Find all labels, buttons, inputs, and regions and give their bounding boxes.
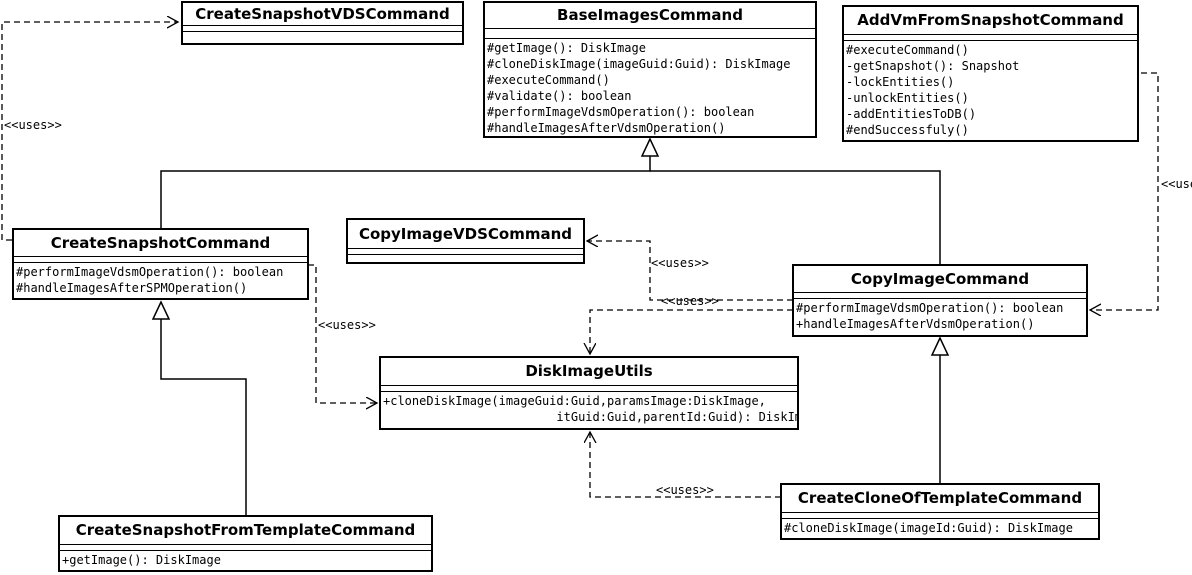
operation: itGuid:Guid,parentId:Guid): DiskImage — [383, 410, 797, 424]
class-name: CopyImageVDSCommand — [358, 225, 573, 243]
dependency-add-vm-to-copy-image — [1090, 72, 1159, 310]
class-name: CreateSnapshotCommand — [50, 234, 271, 252]
attributes-compartment — [348, 248, 583, 254]
uses-label-copy-image-from-add-vm: <<use — [1161, 177, 1192, 191]
class-name: BaseImagesCommand — [557, 6, 743, 24]
operations-compartment: #performImageVdsmOperation(): boolean +h… — [794, 298, 1086, 333]
dependency-clone-to-disk-utils — [590, 432, 781, 498]
operations-compartment: #getImage(): DiskImage #cloneDiskImage(i… — [485, 38, 815, 137]
uses-label-disk-utils-from-create-snapshot: <<uses>> — [318, 318, 376, 332]
uses-label-copy-image-vds: <<uses>> — [651, 256, 709, 270]
class-name: CreateCloneOfTemplateCommand — [797, 489, 1083, 507]
attributes-compartment — [794, 292, 1086, 298]
operations-compartment: #performImageVdsmOperation(): boolean #h… — [14, 262, 307, 297]
dependency-copy-image-to-copy-image-vds — [587, 241, 793, 301]
operations-compartment: +getImage(): DiskImage — [60, 550, 431, 569]
operation: #executeCommand() — [487, 73, 610, 87]
operation: +handleImagesAfterVdsmOperation() — [796, 317, 1035, 331]
class-create-snapshot-from-template-command[interactable]: CreateSnapshotFromTemplateCommand +getIm… — [58, 515, 433, 572]
operations-compartment — [183, 31, 462, 37]
attributes-compartment — [844, 34, 1137, 40]
class-copy-image-command[interactable]: CopyImageCommand #performImageVdsmOperat… — [792, 264, 1088, 337]
uses-label-disk-utils-from-copy-image: <<uses>> — [661, 294, 719, 308]
generalization-triangle-copy-image — [930, 336, 950, 356]
operation: #performImageVdsmOperation(): boolean — [796, 301, 1064, 315]
class-create-snapshot-vds-command[interactable]: CreateSnapshotVDSCommand — [181, 1, 464, 45]
attributes-compartment — [381, 385, 797, 391]
operation: #endSuccessfuly() — [846, 123, 969, 137]
attributes-compartment — [14, 256, 307, 262]
dependency-create-snapshot-to-disk-utils — [308, 264, 377, 403]
uses-label-disk-utils-from-clone: <<uses>> — [656, 483, 714, 497]
class-copy-image-vds-command[interactable]: CopyImageVDSCommand — [346, 218, 585, 264]
generalization-triangle-base — [640, 137, 660, 157]
operation: #executeCommand() — [846, 43, 969, 57]
operations-compartment — [348, 254, 583, 260]
dependency-copy-image-to-disk-utils — [590, 309, 793, 354]
class-create-snapshot-command[interactable]: CreateSnapshotCommand #performImageVdsmO… — [12, 228, 309, 300]
operation: +cloneDiskImage(imageGuid:Guid,paramsIma… — [383, 394, 766, 408]
attributes-compartment — [485, 28, 815, 38]
operation: #cloneDiskImage(imageGuid:Guid): DiskIma… — [487, 57, 791, 71]
operation: +getImage(): DiskImage — [62, 553, 221, 567]
class-name: DiskImageUtils — [525, 362, 653, 380]
operation: #performImageVdsmOperation(): boolean — [16, 265, 284, 279]
operation: #getImage(): DiskImage — [487, 41, 646, 55]
operation: #handleImagesAfterVdsmOperation() — [487, 121, 726, 135]
operations-compartment: #executeCommand() -getSnapshot(): Snapsh… — [844, 40, 1137, 139]
class-name: CreateSnapshotVDSCommand — [195, 5, 450, 23]
operation: #validate(): boolean — [487, 89, 632, 103]
class-name: AddVmFromSnapshotCommand — [857, 11, 1124, 29]
class-name: CreateSnapshotFromTemplateCommand — [75, 521, 416, 539]
operation: #handleImagesAfterSPMOperation() — [16, 281, 248, 295]
operations-compartment: #cloneDiskImage(imageId:Guid): DiskImage — [782, 518, 1098, 537]
class-disk-image-utils[interactable]: DiskImageUtils +cloneDiskImage(imageGuid… — [379, 356, 799, 430]
operation: #performImageVdsmOperation(): boolean — [487, 105, 755, 119]
attributes-compartment — [782, 512, 1098, 518]
dependency-create-snapshot-to-snapshot-vds — [1, 22, 178, 241]
operation: #cloneDiskImage(imageId:Guid): DiskImage — [784, 521, 1073, 535]
attributes-compartment — [60, 544, 431, 550]
generalization-line-from-template-to-create-snapshot — [160, 319, 247, 516]
operation: -getSnapshot(): Snapshot — [846, 59, 1020, 73]
class-name: CopyImageCommand — [850, 270, 1030, 288]
uses-label-snapshot-vds: <<uses>> — [4, 118, 62, 132]
generalization-triangle-create-snapshot — [151, 300, 171, 320]
class-create-clone-of-template-command[interactable]: CreateCloneOfTemplateCommand #cloneDiskI… — [780, 483, 1100, 540]
operation: -unlockEntities() — [846, 91, 969, 105]
attributes-compartment — [183, 25, 462, 31]
generalization-line-copy-image-to-base — [650, 170, 941, 265]
generalization-line-create-snapshot-to-base — [160, 156, 651, 229]
operation: -lockEntities() — [846, 75, 955, 89]
class-add-vm-from-snapshot-command[interactable]: AddVmFromSnapshotCommand #executeCommand… — [842, 5, 1139, 142]
operation: -addEntitiesToDB() — [846, 107, 977, 121]
class-base-images-command[interactable]: BaseImagesCommand #getImage(): DiskImage… — [483, 1, 817, 138]
operations-compartment: +cloneDiskImage(imageGuid:Guid,paramsIma… — [381, 391, 797, 426]
